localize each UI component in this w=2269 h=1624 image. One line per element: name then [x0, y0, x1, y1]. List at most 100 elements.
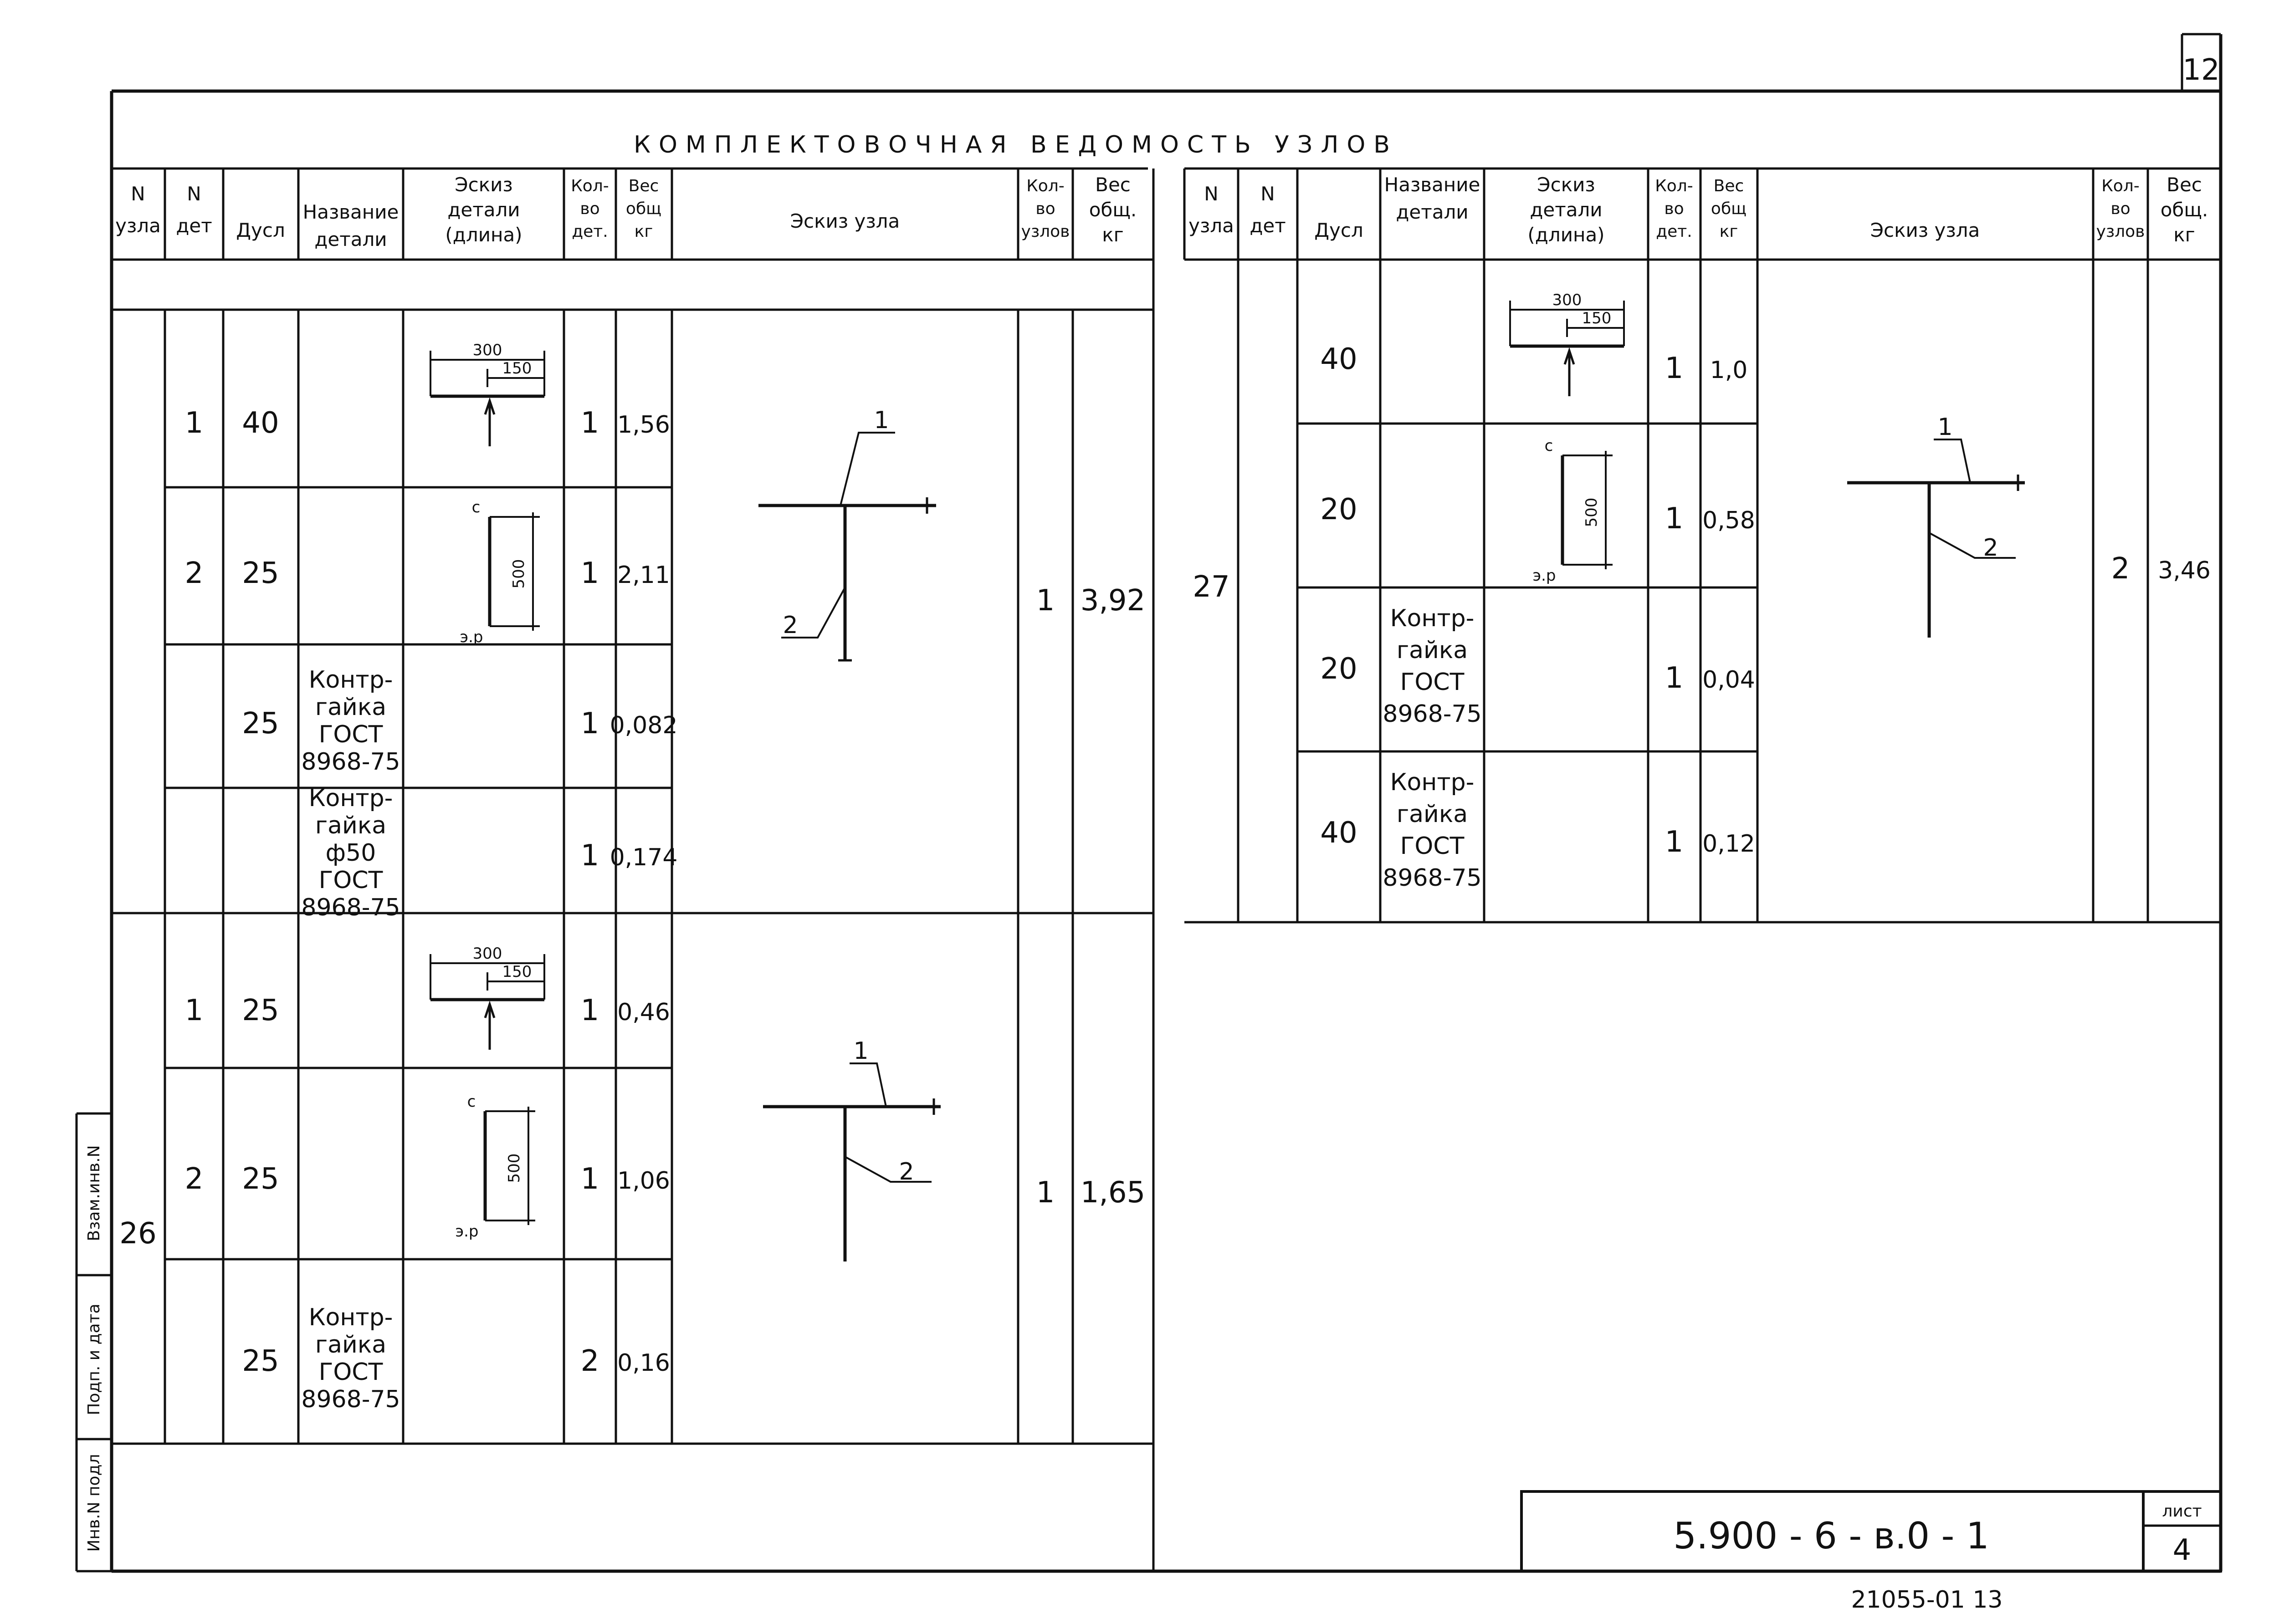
n27-d-0: 40: [1320, 342, 1357, 376]
n27-node-sketch-pos2: 2: [1983, 534, 1998, 562]
side-label-inv: Инв.N подл: [85, 1454, 103, 1552]
hdr-dusl: Дусл: [236, 219, 285, 241]
n26a-node-sketch-pos2: 2: [783, 612, 798, 639]
r-hdr-detail-sketch: Эскиз: [1537, 174, 1595, 196]
r-hdr-node-no: N: [1204, 183, 1218, 205]
n26b-name-2: Контр-: [309, 1304, 393, 1331]
n27-name-2: гайка: [1397, 637, 1468, 664]
hdr-node-no: N: [131, 183, 145, 205]
sheet-label: лист: [2162, 1502, 2202, 1521]
hdr-name: Название: [303, 201, 399, 223]
n26a-name-3: Контр-: [309, 785, 393, 812]
n26b-weight: 1,65: [1081, 1176, 1146, 1210]
n26a-w-2: 0,082: [610, 712, 678, 739]
r-hdr-weight-total: общ: [1711, 199, 1747, 218]
n26a-name-3: ГОСТ: [319, 867, 383, 894]
n26a-qty-2: 1: [581, 707, 599, 741]
hdr-detail-sketch: (длина): [445, 224, 522, 246]
n27-name-2: ГОСТ: [1400, 669, 1465, 696]
r-hdr-qty-nodes: Кол-: [2101, 177, 2140, 195]
r-hdr-dusl: Дусл: [1314, 219, 1363, 241]
r-hdr-node-sketch: Эскиз узла: [1870, 219, 1980, 241]
n26b-sketch-det1-dim300: 300: [473, 945, 502, 963]
document-code: 5.900 - 6 - в.0 - 1: [1673, 1515, 1989, 1557]
n27-sketch-det1-dim300: 300: [1552, 291, 1582, 309]
r-hdr-weight-kg: общ.: [2161, 199, 2208, 221]
n26b-name-2: гайка: [315, 1331, 386, 1358]
r-hdr-qty-nodes: во: [2110, 199, 2130, 218]
hdr-weight-total: кг: [635, 222, 653, 241]
n26a-w-0: 1,56: [617, 411, 670, 439]
n27-name-3: 8968-75: [1383, 864, 1481, 892]
n27-node-no: 27: [1193, 570, 1229, 604]
n26b-qty-1: 1: [581, 1162, 599, 1196]
n26b-w-0: 0,46: [617, 999, 670, 1026]
r-hdr-node-no: узла: [1188, 214, 1234, 237]
n27-name-3: Контр-: [1390, 769, 1475, 796]
hdr-qty-det: во: [580, 199, 599, 218]
n26a-name-2: гайка: [315, 694, 386, 721]
hdr-weight-total: общ: [626, 199, 661, 218]
r-hdr-weight-kg: кг: [2173, 224, 2195, 246]
n27-node-sketch-pos1: 1: [1937, 414, 1952, 441]
n26b-qty-2: 2: [581, 1344, 599, 1378]
n26b-sketch-det2-c: с: [467, 1093, 476, 1111]
n26a-node-sketch: 12: [758, 407, 936, 662]
r-hdr-name: Название: [1384, 174, 1480, 196]
side-label-vzam: Взам.инв.N: [85, 1145, 103, 1241]
n26a-name-2: Контр-: [309, 666, 393, 694]
n26b-node-sketch-pos1: 1: [853, 1037, 868, 1065]
n27-sketch-det2-c: с: [1545, 437, 1553, 455]
n27-qty-0: 1: [1665, 352, 1684, 385]
hdr-weight-kg: кг: [1102, 224, 1123, 246]
n26a-sketch-det2-dim500: 500: [510, 559, 528, 589]
n26b-det-1: 2: [185, 1162, 204, 1196]
r-hdr-detail-no: N: [1260, 183, 1275, 205]
n27-w-1: 0,58: [1702, 507, 1755, 534]
n26a-det-1: 2: [185, 557, 204, 590]
hdr-qty-nodes: во: [1035, 199, 1055, 218]
hdr-qty-nodes: узлов: [1021, 222, 1070, 241]
n26a-det-0: 1: [185, 406, 204, 440]
side-label-date: Подп. и дата: [85, 1303, 103, 1415]
n26b-node-sketch-pos2: 2: [899, 1158, 914, 1185]
r-hdr-qty-det: во: [1664, 199, 1684, 218]
n26a-d-0: 40: [242, 406, 279, 440]
hdr-detail-no: дет: [176, 214, 212, 237]
n26b-name-2: 8968-75: [301, 1386, 400, 1413]
n26a-name-2: ГОСТ: [319, 721, 383, 748]
n26a-name-3: гайка: [315, 812, 386, 839]
n26a-qty-1: 1: [581, 557, 599, 590]
n26a-name-2: 8968-75: [301, 748, 400, 776]
n26a-qty-0: 1: [581, 406, 599, 440]
hdr-detail-sketch: Эскиз: [455, 174, 512, 196]
hdr-node-no: узла: [115, 214, 161, 237]
n27-qty-nodes: 2: [2111, 552, 2130, 586]
r-hdr-weight-total: Вес: [1714, 177, 1744, 195]
hdr-weight-kg: Вес: [1095, 174, 1131, 196]
n26b-sketch-det2-gr: э.р: [455, 1222, 478, 1241]
n27-qty-2: 1: [1665, 661, 1684, 695]
n27-qty-1: 1: [1665, 502, 1684, 536]
r-hdr-qty-det: Кол-: [1655, 177, 1693, 195]
n27-d-2: 20: [1320, 652, 1357, 686]
hdr-weight-kg: общ.: [1089, 199, 1137, 221]
n26b-node-no: 26: [119, 1217, 156, 1251]
hdr-node-sketch: Эскиз узла: [790, 210, 900, 232]
sheet-no: 4: [2173, 1533, 2192, 1567]
r-hdr-name: детали: [1396, 201, 1468, 223]
n27-qty-3: 1: [1665, 825, 1684, 859]
n26b-node-sketch: 12: [763, 1037, 941, 1261]
n26a-weight: 3,92: [1081, 584, 1146, 618]
n26b-sketch-det2-dim500: 500: [505, 1154, 523, 1183]
n27-weight: 3,46: [2158, 557, 2211, 584]
document-title: КОМПЛЕКТОВОЧНАЯ ВЕДОМОСТЬ УЗЛОВ: [634, 131, 1398, 158]
n26a-name-3: ф50: [326, 839, 376, 867]
n26a-d-2: 25: [242, 707, 279, 741]
n26a-qty-3: 1: [581, 839, 599, 873]
